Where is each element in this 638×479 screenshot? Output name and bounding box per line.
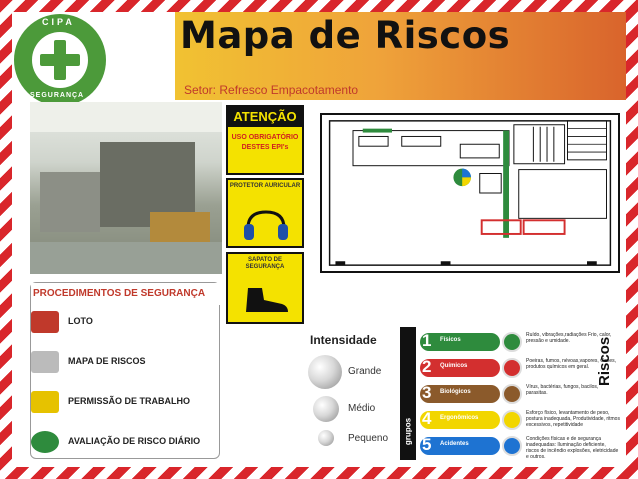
photo-floor	[30, 242, 222, 274]
intensity-medium-circle	[313, 396, 339, 422]
photo-ceiling	[30, 102, 222, 132]
groups-label: grupos	[403, 417, 413, 446]
ear-protector-label: PROTETOR AURICULAR	[229, 183, 301, 189]
procedure-label: AVALIAÇÃO DE RISCO DIÁRIO	[68, 436, 201, 446]
group-description: Ruído, vibrações,radiações Frio, calor, …	[526, 332, 612, 344]
group-color-dot	[502, 332, 522, 352]
procedure-label: PERMISSÃO DE TRABALHO	[68, 396, 191, 406]
attention-sign: ATENÇÃO USO OBRIGATÓRIO DESTES EPI's	[226, 105, 304, 175]
group-name: Acidentes	[440, 441, 469, 447]
intensity-large-label: Grande	[348, 366, 382, 377]
header-banner	[175, 12, 626, 100]
group-pill	[420, 333, 500, 351]
floor-plan	[320, 113, 620, 273]
safety-shoe-sign: SAPATO DE SEGURANÇA	[226, 252, 304, 324]
group-description: Poeiras, fumos, névoas,vapores, Gases, p…	[526, 358, 617, 370]
riscos-side-text: Riscos	[596, 336, 613, 386]
group-pill	[420, 385, 500, 403]
group-number: 3	[422, 383, 432, 402]
group-pill	[420, 437, 500, 455]
group-number: 2	[422, 357, 432, 376]
risk-groups-legend: grupos 1 Físicos Ruído, vibrações,radiaç…	[400, 327, 626, 460]
procedure-item-loto[interactable]: LOTO	[31, 309, 221, 335]
group-color-dot	[502, 436, 522, 456]
risk-group-accident: 5 Acidentes Condições físicas e de segur…	[420, 435, 626, 460]
procedure-label: LOTO	[68, 316, 93, 326]
group-name: Físicos	[440, 337, 461, 343]
group-name: Ergonômicos	[440, 415, 479, 421]
risk-group-biological: 3 Biológicos Vírus, bactérias, fungos, b…	[420, 383, 626, 405]
assessment-icon	[31, 431, 59, 453]
intensity-title: Intensidade	[310, 333, 377, 347]
boot-icon	[246, 288, 288, 312]
group-number: 1	[422, 331, 432, 350]
risk-group-chemical: 2 Químicos Poeiras, fumos, névoas,vapore…	[420, 357, 626, 379]
procedures-title: PROCEDIMENTOS DE SEGURANÇA	[33, 288, 206, 299]
procedure-item-work-permit[interactable]: PERMISSÃO DE TRABALHO	[31, 389, 221, 415]
risk-group-physical: 1 Físicos Ruído, vibrações,radiações Fri…	[420, 331, 626, 353]
ear-protector-sign: PROTETOR AURICULAR	[226, 178, 304, 248]
group-color-dot	[502, 410, 522, 430]
attention-title: ATENÇÃO	[228, 107, 302, 127]
procedure-item-daily-risk[interactable]: AVALIAÇÃO DE RISCO DIÁRIO	[31, 429, 221, 455]
procedure-item-risk-map[interactable]: MAPA DE RISCOS	[31, 349, 221, 375]
photo-machine-left	[40, 172, 100, 232]
lock-icon	[31, 311, 59, 333]
attention-text: USO OBRIGATÓRIO DESTES EPI's	[231, 134, 299, 151]
group-description: Esforço físico, levantamento de peso, po…	[526, 410, 620, 428]
page-subtitle: Setor: Refresco Empacotamento	[184, 83, 359, 97]
permit-icon	[31, 391, 59, 413]
group-number: 5	[422, 435, 432, 454]
logo-cross-horizontal	[40, 54, 80, 66]
page-title: Mapa de Riscos	[180, 14, 511, 57]
group-name: Biológicos	[440, 389, 471, 395]
intensity-medium-label: Médio	[348, 403, 376, 414]
procedures-header: PROCEDIMENTOS DE SEGURANÇA	[31, 283, 221, 305]
intensity-small-label: Pequeno	[348, 433, 389, 444]
groups-bar: grupos	[400, 327, 416, 460]
group-pill	[420, 411, 500, 429]
group-color-dot	[502, 384, 522, 404]
group-color-dot	[502, 358, 522, 378]
sector-photo	[30, 102, 222, 274]
risk-group-ergonomic: 4 Ergonômicos Esforço físico, levantamen…	[420, 409, 626, 431]
cipa-logo: CIPA SEGURANÇA	[14, 14, 106, 106]
logo-text-bottom: SEGURANÇA	[30, 92, 85, 99]
map-icon	[31, 351, 59, 373]
intensity-large-circle	[308, 355, 342, 389]
group-name: Químicos	[440, 363, 468, 369]
group-description: Condições físicas e de segurança inadequ…	[526, 436, 619, 460]
group-description: Vírus, bactérias, fungos, bacilos, paras…	[526, 384, 599, 396]
safety-procedures-panel: PROCEDIMENTOS DE SEGURANÇA LOTO MAPA DE …	[30, 282, 221, 459]
procedure-label: MAPA DE RISCOS	[68, 356, 146, 366]
ear-muff-icon	[244, 210, 288, 240]
riscos-side-title: Riscos	[596, 330, 622, 400]
logo-text-top: CIPA	[42, 17, 75, 27]
group-number: 4	[422, 409, 432, 428]
group-pill	[420, 359, 500, 377]
safety-shoe-label: SAPATO DE SEGURANÇA	[245, 257, 285, 270]
intensity-small-circle	[318, 430, 334, 446]
